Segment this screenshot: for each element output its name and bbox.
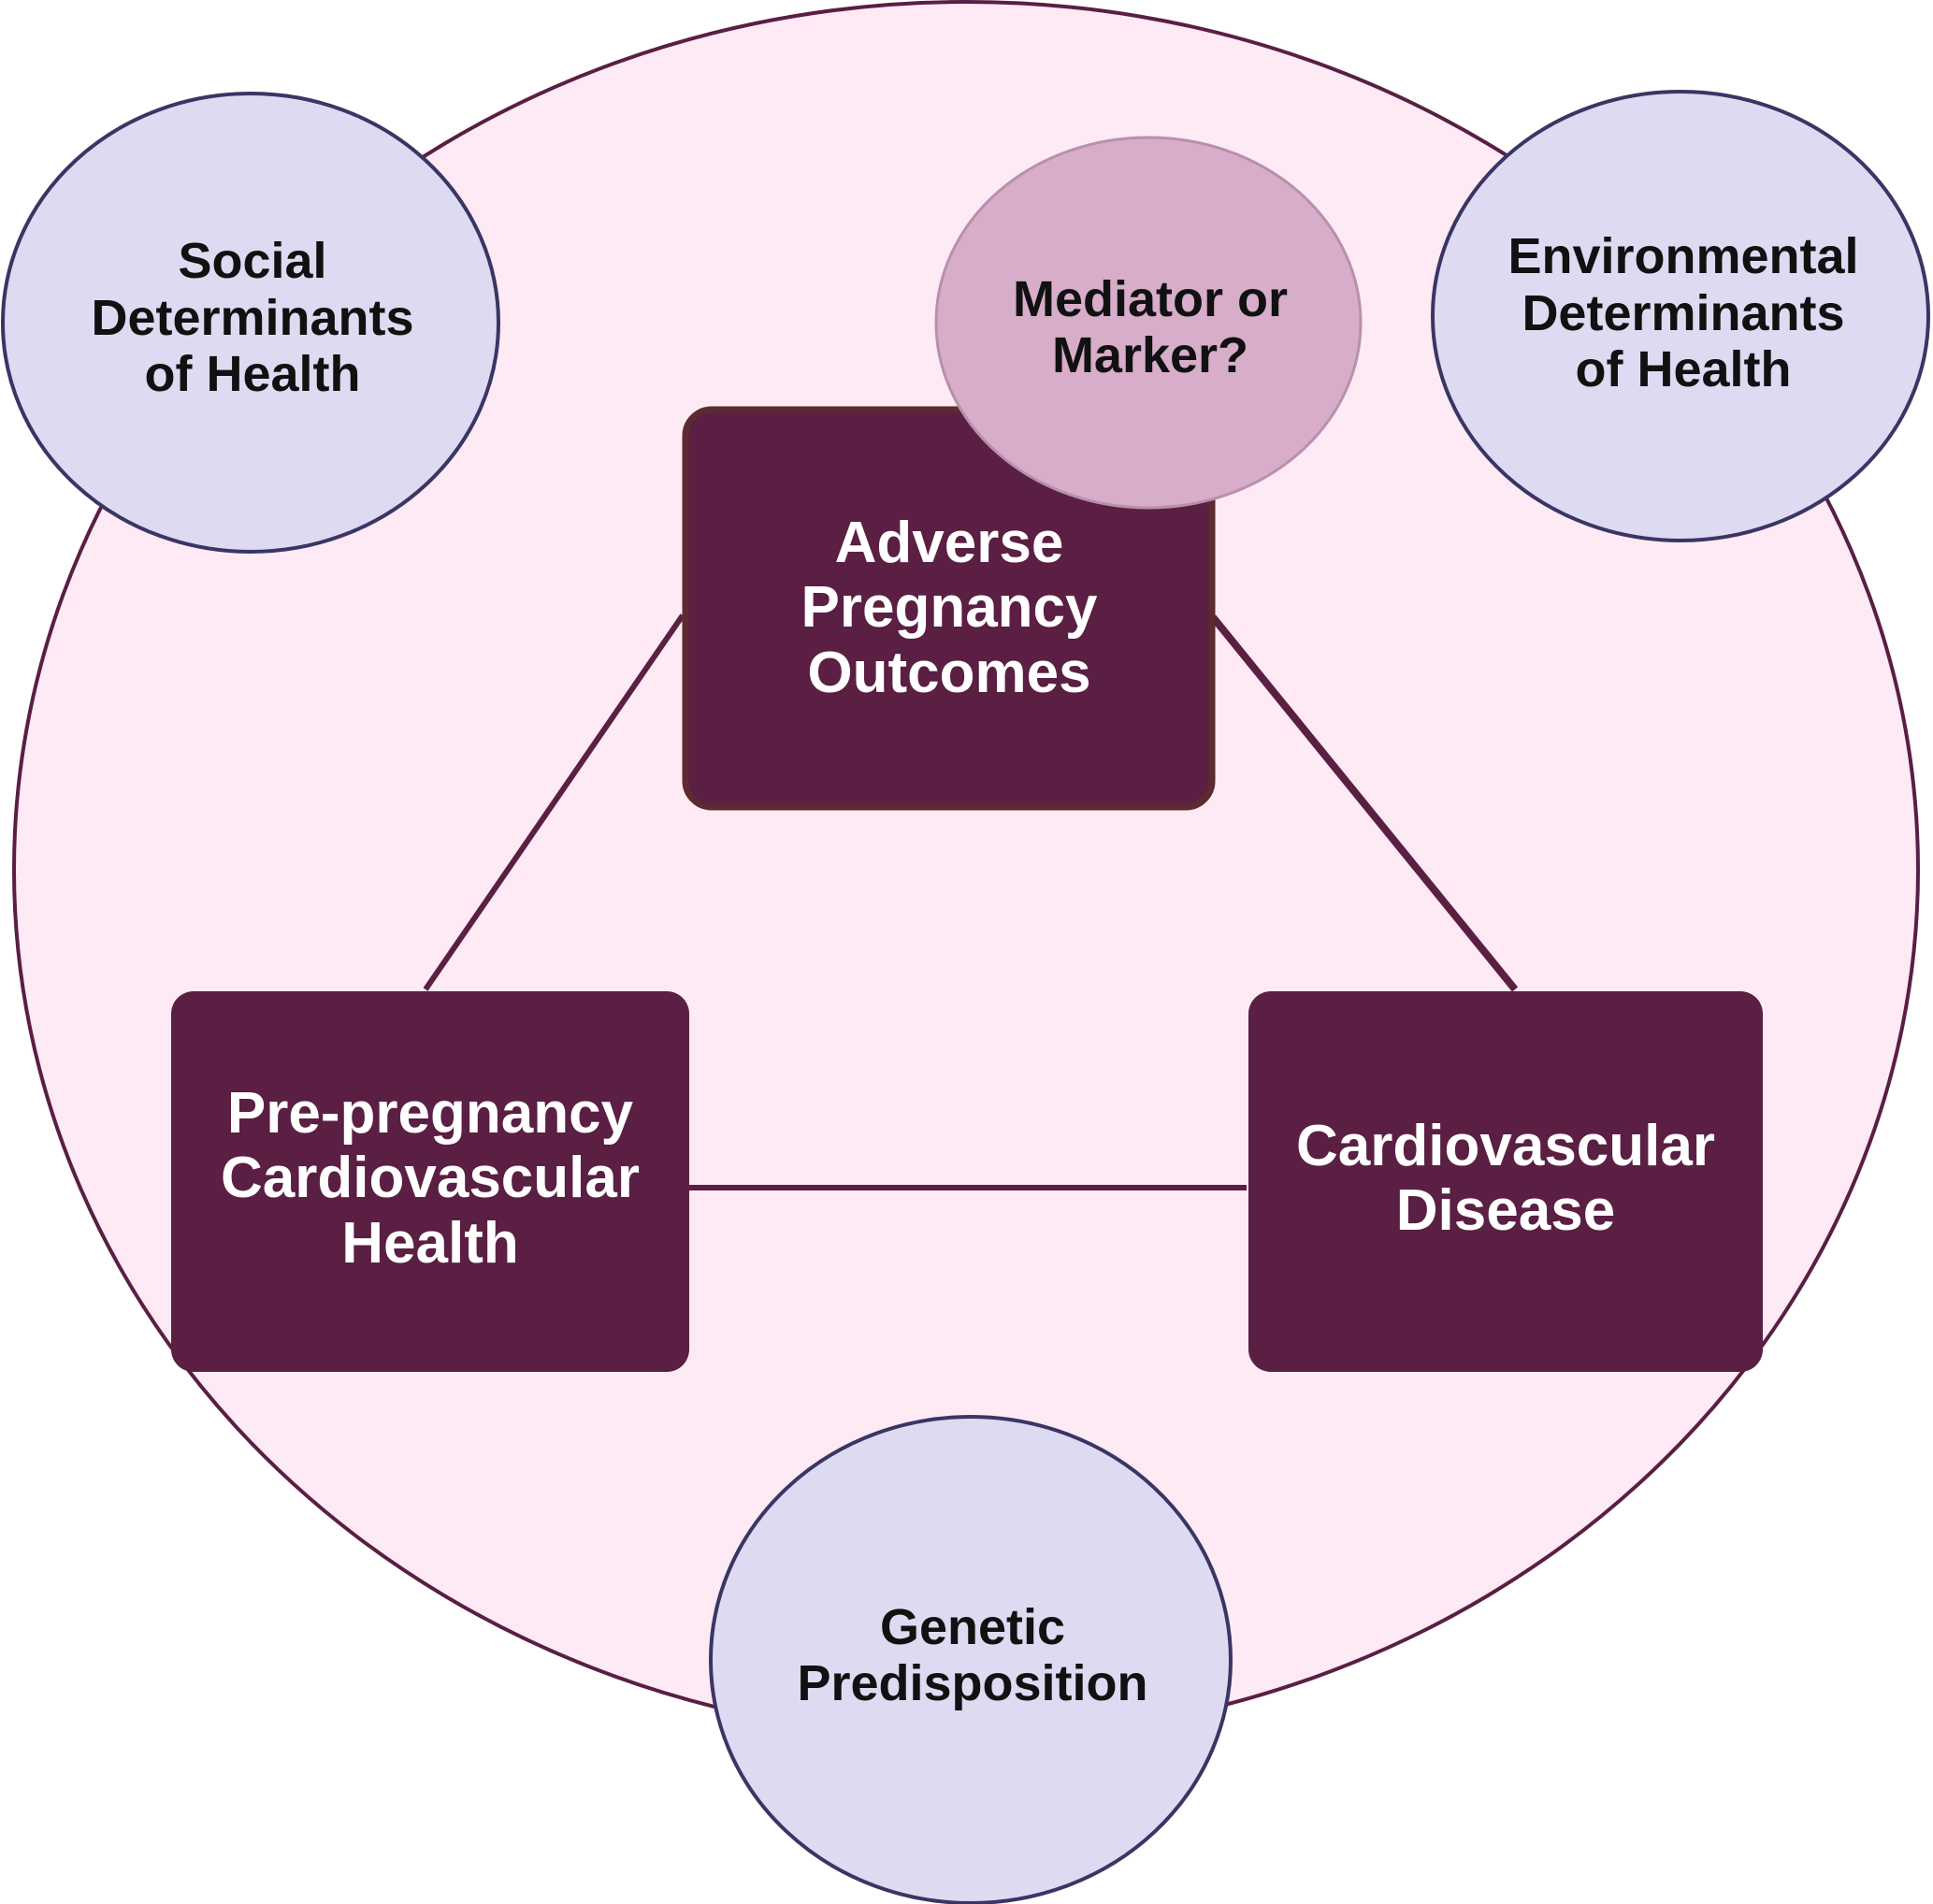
- social-determinants-ellipse: [1, 92, 500, 554]
- mediator-or-marker-ellipse: [934, 136, 1363, 510]
- pre-pregnancy-health-box: [171, 991, 689, 1372]
- environmental-determinants-label: Environmental Determinants of Health: [1507, 228, 1859, 398]
- social-determinants-label: Social Determinants of Health: [91, 233, 414, 403]
- genetic-predisposition-label: Genetic Predisposition: [797, 1598, 1148, 1711]
- genetic-predisposition-ellipse: [709, 1415, 1233, 1904]
- environmental-determinants-ellipse: [1431, 90, 1930, 542]
- arrow-adverse-outcomes-to-cvd: [1209, 614, 1519, 992]
- mediator-or-marker-label: Mediator or Marker?: [1012, 270, 1289, 383]
- pre-pregnancy-health-label: Pre-pregnancy Cardiovascular Health: [221, 1080, 640, 1276]
- adverse-pregnancy-outcomes-label: Adverse Pregnancy Outcomes: [801, 510, 1098, 705]
- arrow-pre-pregnancy-to-adverse-outcomes: [423, 613, 685, 991]
- adverse-pregnancy-outcomes-box: [682, 406, 1216, 811]
- cardiovascular-disease-label: Cardiovascular Disease: [1296, 1113, 1715, 1243]
- cardiovascular-disease-box: [1248, 991, 1763, 1372]
